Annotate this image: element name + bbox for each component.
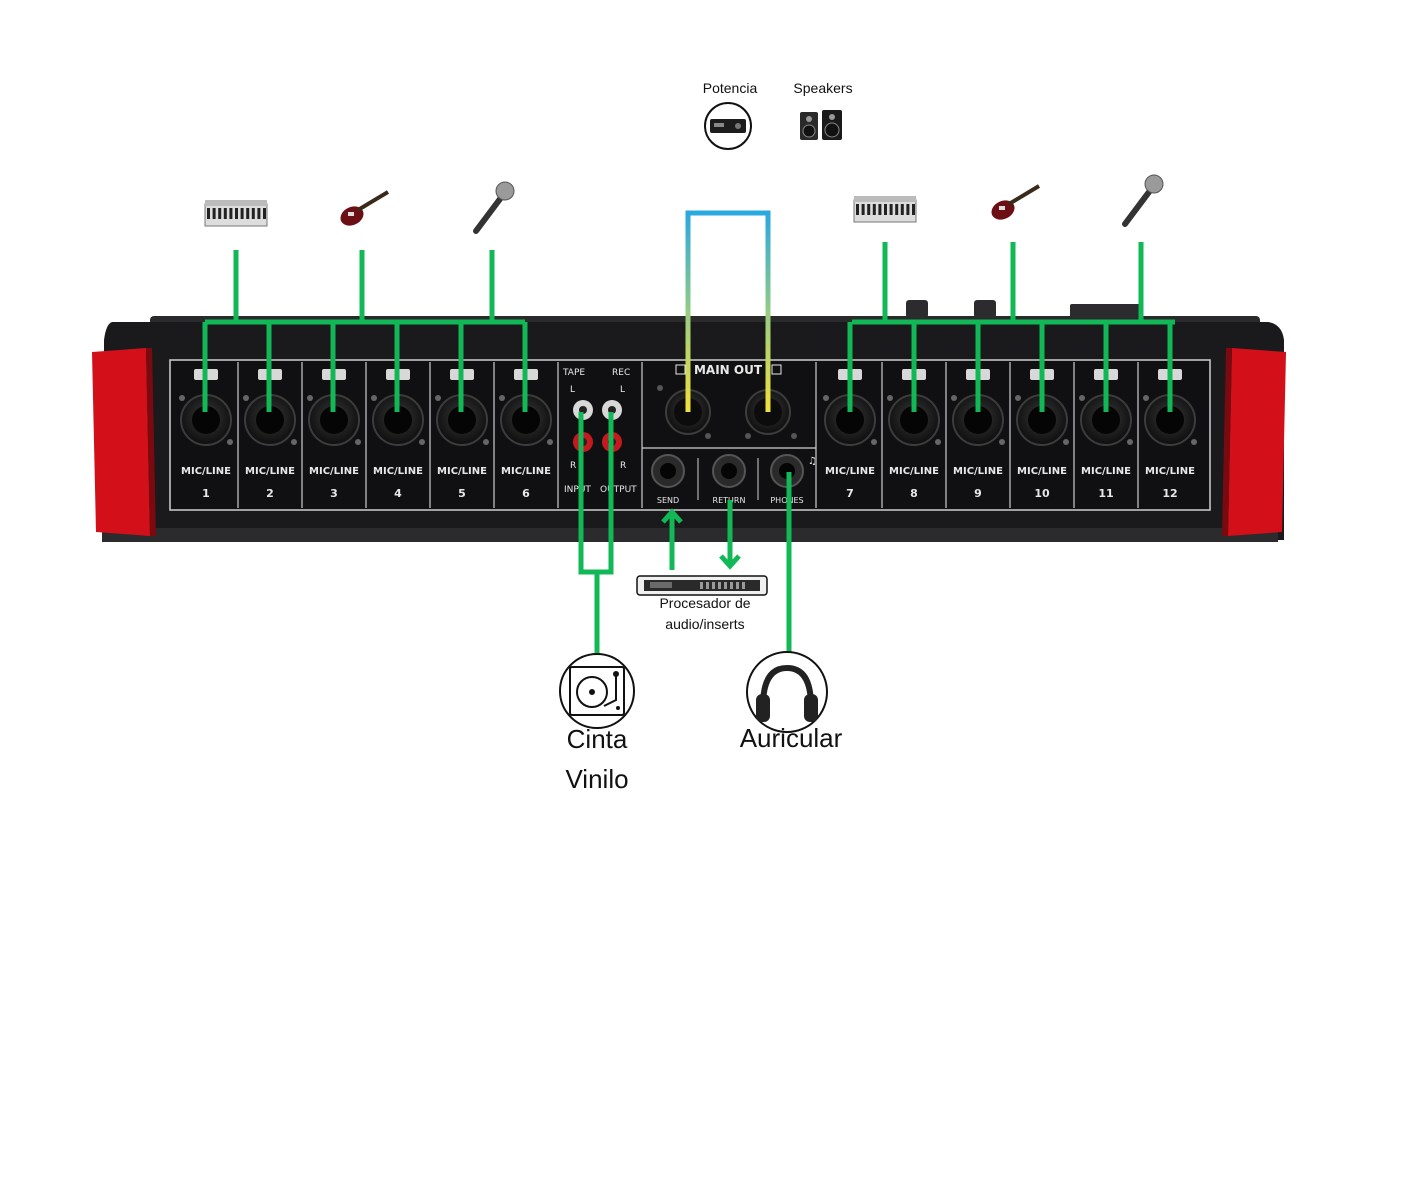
processor-label-line1: Procesador de — [659, 595, 751, 611]
channel-type-label: MIC/LINE — [1081, 466, 1131, 477]
headphone-symbol: ♫ — [808, 456, 817, 467]
channel-strip: MIC/LINE 3 — [307, 369, 361, 500]
channel-number-label: 5 — [458, 487, 466, 500]
channel-number-label: 9 — [974, 487, 982, 500]
channel-strips: MIC/LINE 1 MIC/LINE 2 MIC/LINE 3 MIC/LINE 4 MIC/… — [179, 362, 1197, 508]
speakers-label: Speakers — [793, 80, 853, 96]
channel-strip: MIC/LINE 12 — [1143, 369, 1197, 500]
source-guitar-icon — [325, 171, 399, 245]
right-side-panel — [1228, 348, 1286, 536]
channel-number-label: 8 — [910, 487, 918, 500]
channel-type-label: MIC/LINE — [181, 466, 231, 477]
tape-right-label: R — [570, 461, 576, 471]
channel-strip: MIC/LINE 2 — [243, 369, 297, 500]
channel-type-label: MIC/LINE — [309, 466, 359, 477]
channel-number-label: 12 — [1162, 487, 1177, 500]
channel-number-label: 11 — [1098, 487, 1113, 500]
main-out-label: MAIN OUT — [694, 363, 763, 377]
channel-type-label: MIC/LINE — [373, 466, 423, 477]
headphones-label: Auricular — [739, 723, 843, 753]
channel-strip: MIC/LINE 9 — [951, 369, 1005, 500]
rec-label: REC — [612, 368, 630, 378]
rec-right-label: R — [620, 461, 626, 471]
sources — [202, 161, 1178, 246]
amplifier-label: Potencia — [702, 80, 758, 96]
channel-number-label: 1 — [202, 487, 210, 500]
main-out-right-cable — [729, 210, 771, 412]
channel-number-label: 4 — [394, 487, 402, 500]
channel-strip: MIC/LINE 7 — [823, 369, 877, 500]
turntable-label-line1: Cinta — [566, 724, 628, 754]
tape-label: TAPE — [562, 368, 585, 378]
channel-number-label: 10 — [1034, 487, 1050, 500]
channel-type-label: MIC/LINE — [825, 466, 875, 477]
channel-number-label: 7 — [846, 487, 854, 500]
channel-strip: MIC/LINE 8 — [887, 369, 941, 500]
source-keyboard-icon — [202, 178, 270, 246]
send-label: SEND — [657, 496, 679, 505]
channel-type-label: MIC/LINE — [437, 466, 487, 477]
channel-type-label: MIC/LINE — [501, 466, 551, 477]
channel-type-label: MIC/LINE — [953, 466, 1003, 477]
output-label: OUTPUT — [600, 485, 637, 495]
turntable-icon — [559, 653, 635, 729]
channel-type-label: MIC/LINE — [245, 466, 295, 477]
source-microphone-icon — [456, 169, 528, 241]
source-keyboard-icon — [851, 174, 919, 242]
main-out-left-cable — [685, 210, 729, 412]
tape-left-label: L — [570, 385, 575, 395]
processor-device — [636, 575, 768, 596]
send-arrow — [661, 508, 683, 524]
channel-strip: MIC/LINE 10 — [1015, 369, 1069, 500]
green-cables — [202, 242, 1175, 662]
source-microphone-icon — [1104, 161, 1178, 235]
channel-number-label: 2 — [266, 487, 274, 500]
insert-section: ♫ SEND RETURN PHONES — [651, 454, 817, 505]
mixer-bottom-rail — [102, 528, 1278, 542]
turntable-label-line2: Vinilo — [565, 764, 629, 794]
rec-left-label: L — [620, 385, 625, 395]
processor-label-line2: audio/inserts — [665, 616, 745, 632]
channel-number-label: 6 — [522, 487, 530, 500]
headphones-device — [746, 651, 828, 733]
turntable-device — [559, 653, 635, 729]
speakers-device — [800, 103, 846, 149]
main-out-cables — [685, 123, 800, 412]
input-label: INPUT — [564, 485, 591, 495]
channel-number-label: 3 — [330, 487, 338, 500]
source-guitar-icon — [976, 165, 1050, 239]
left-side-panel — [92, 348, 150, 536]
channel-type-label: MIC/LINE — [889, 466, 939, 477]
channel-strip: MIC/LINE 5 — [435, 369, 489, 500]
channel-type-label: MIC/LINE — [1145, 466, 1195, 477]
channel-type-label: MIC/LINE — [1017, 466, 1067, 477]
channel-strip: MIC/LINE 6 — [499, 369, 553, 500]
return-arrow — [719, 554, 741, 570]
amplifier-device — [704, 102, 752, 150]
